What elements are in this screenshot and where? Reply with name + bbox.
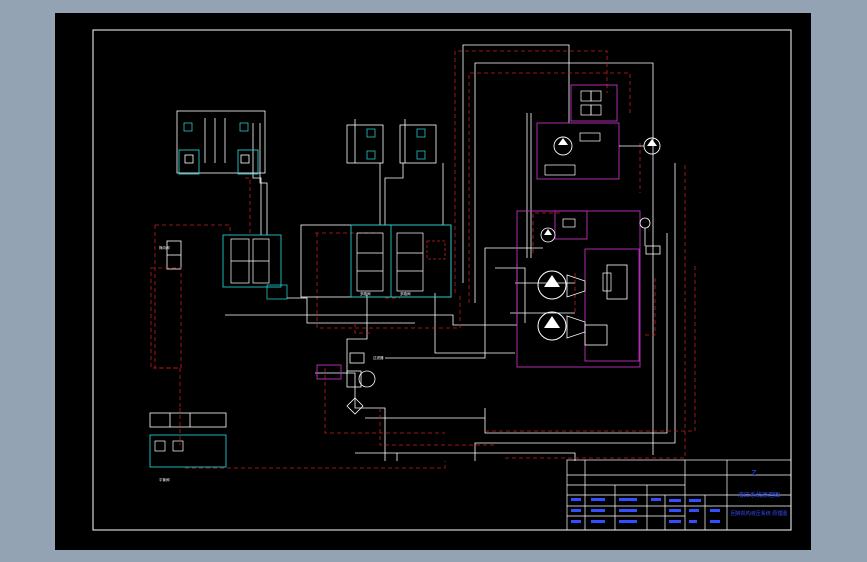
valve-bottom-label: 平衡阀	[159, 477, 170, 482]
left-cylinder-outline	[150, 267, 182, 369]
pressure-lines	[225, 44, 676, 461]
multiway-b-label: 多路阀	[400, 291, 411, 296]
valve-left-label: 换向阀	[159, 245, 170, 250]
left-cylinders	[176, 110, 266, 175]
motor-group	[516, 210, 661, 368]
hydraulic-schematic: Z 液压系统原理图 回转机构液压系统 原理图	[92, 29, 792, 531]
return-lines	[154, 50, 696, 469]
left-valve-block	[166, 234, 288, 300]
multiway-a-label: 多路阀	[360, 291, 371, 296]
filter-pump-group	[316, 352, 376, 415]
filter-label: 过滤器	[373, 355, 384, 360]
drawing-title: 液压系统原理图	[738, 491, 780, 499]
drawing-subtitle: 回转机构液压系统 原理图	[731, 510, 788, 517]
bottom-left-valve	[149, 412, 227, 468]
middle-cylinders	[346, 119, 437, 164]
multiway-valve-block	[300, 224, 452, 298]
title-block-small-text	[571, 498, 720, 523]
inner-border-frame	[92, 29, 792, 531]
title-block	[566, 459, 792, 531]
title-block-mark: Z	[752, 469, 757, 477]
main-pump-unit	[536, 84, 661, 180]
drawing-sheet: Z 液压系统原理图 回转机构液压系统 原理图	[55, 13, 811, 550]
